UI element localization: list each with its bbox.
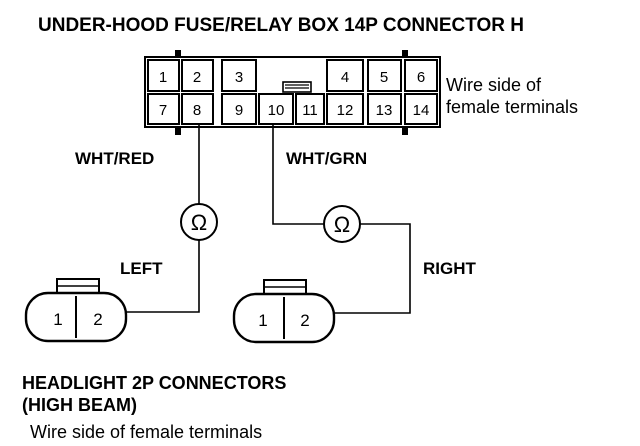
terminal-cell	[181, 59, 214, 92]
wire-right-to-headlight	[333, 223, 411, 314]
terminal-number: 5	[380, 69, 388, 86]
terminal-number: 8	[193, 102, 201, 119]
headlight-pin-number: 1	[53, 310, 62, 329]
ohmmeter-icon	[323, 205, 361, 243]
connector-body	[232, 292, 336, 344]
ohmmeter-icon	[180, 203, 218, 241]
terminal-cell	[181, 93, 214, 125]
terminal-cell	[258, 93, 294, 125]
headlight-label-right: RIGHT	[423, 259, 477, 278]
wire-label-right: WHT/GRN	[286, 149, 367, 168]
headlight-title-line2: (HIGH BEAM)	[22, 395, 137, 415]
connector-h-note-line2: female terminals	[446, 97, 578, 117]
terminal-cell	[367, 59, 402, 92]
terminal-number: 13	[376, 102, 393, 119]
connector-h-tab-top-left	[175, 50, 181, 58]
diagram-title: UNDER-HOOD FUSE/RELAY BOX 14P CONNECTOR …	[38, 15, 524, 36]
ohmmeter-right: Ω	[323, 205, 361, 243]
terminal-number: 9	[235, 102, 243, 119]
terminal-number: 1	[159, 69, 167, 86]
terminal-number: 12	[337, 102, 354, 119]
connector-h-tab-top-right	[402, 50, 408, 58]
wire-left-to-headlight	[125, 240, 200, 313]
terminal-cell	[221, 59, 257, 92]
terminal-number: 3	[235, 69, 243, 86]
headlight-title-line1: HEADLIGHT 2P CONNECTORS	[22, 373, 286, 393]
terminal-cell	[404, 59, 438, 92]
connector-h-key	[282, 81, 312, 93]
terminal-cell	[147, 93, 180, 125]
terminal-cell	[295, 93, 325, 125]
terminal-number: 10	[268, 102, 285, 119]
terminal-number: 14	[413, 102, 430, 119]
ohm-symbol: Ω	[334, 212, 350, 237]
terminal-number: 11	[302, 102, 318, 119]
headlight-pin-number: 2	[300, 311, 309, 330]
wire-label-left: WHT/RED	[75, 149, 154, 168]
connector-h-tab-bottom-right	[402, 127, 408, 135]
terminal-cell	[326, 93, 364, 125]
terminal-cell	[326, 59, 364, 92]
wire-wht-grn	[272, 124, 324, 225]
headlight-pin-number: 2	[93, 310, 102, 329]
terminal-number: 4	[341, 69, 349, 86]
headlight-note: Wire side of female terminals	[30, 422, 262, 442]
terminal-number: 7	[159, 102, 167, 119]
headlight-pin-number: 1	[258, 311, 267, 330]
terminal-cell	[147, 59, 180, 92]
ohm-symbol: Ω	[191, 210, 207, 235]
connector-h: 1 2 3 4 5 6 7 8 9 10 11 12 13 14	[144, 50, 441, 135]
headlight-label-left: LEFT	[120, 259, 163, 278]
headlight-connector-right: 1 2	[232, 279, 336, 344]
ohmmeter-left: Ω	[180, 203, 218, 241]
terminal-cell	[221, 93, 257, 125]
terminal-cell	[404, 93, 438, 125]
terminal-cell	[367, 93, 402, 125]
terminal-number: 2	[193, 69, 201, 86]
headlight-connector-left: 1 2	[24, 278, 128, 343]
connector-h-tab-bottom-left	[175, 127, 181, 135]
connector-body	[24, 291, 128, 343]
connector-h-note-line1: Wire side of	[446, 75, 542, 95]
terminal-number: 6	[417, 69, 425, 86]
